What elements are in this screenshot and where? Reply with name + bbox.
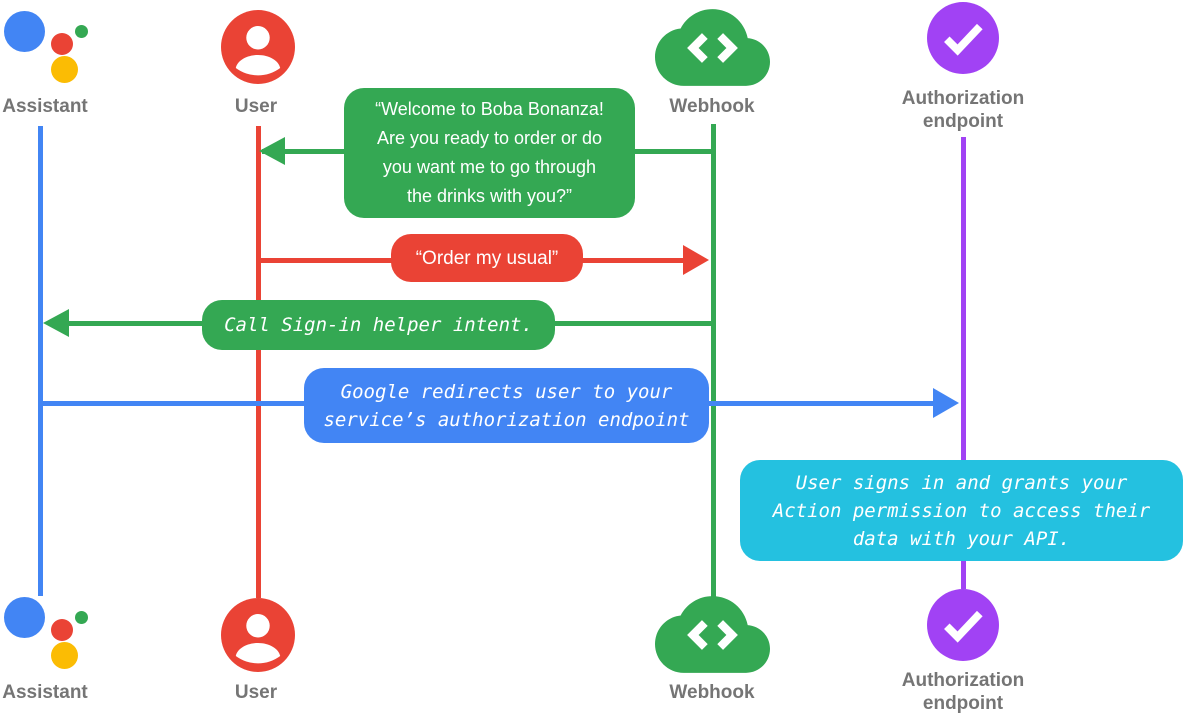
signin-arrow-line-right: [553, 321, 713, 326]
order-arrow-line-left: [258, 258, 392, 263]
webhook-label-top: Webhook: [669, 96, 755, 117]
authorization-endpoint-label-bottom: Authorization endpoint: [901, 670, 1025, 714]
assistant-logo-blue-circle: [4, 11, 45, 52]
webhook-label-bottom: Webhook: [669, 682, 755, 703]
welcome-arrow-line-left: [262, 149, 344, 154]
welcome-message-line: Are you ready to order or do: [376, 128, 603, 148]
order-message-bubble: “Order my usual”: [391, 234, 583, 282]
grant-note-line: data with your API.: [852, 527, 1071, 550]
authorization-endpoint-lifeline: [961, 137, 966, 589]
webhook-icon: [655, 9, 770, 91]
welcome-arrowhead-icon: [259, 137, 285, 165]
signin-message-bubble: Call Sign-in helper intent.: [202, 300, 555, 350]
assistant-logo-yellow-circle: [51, 642, 78, 669]
welcome-message-line: you want me to go through: [382, 157, 597, 177]
assistant-logo-red-circle: [51, 33, 73, 55]
signin-arrow-line-left: [66, 321, 204, 326]
order-arrow-line-right: [581, 258, 684, 263]
redirect-message-line: service’s authorization endpoint: [323, 408, 690, 431]
assistant-logo-green-circle: [75, 611, 88, 624]
welcome-message-line: the drinks with you?”: [406, 186, 573, 206]
authorization-endpoint-icon: [927, 2, 999, 79]
user-icon: [221, 10, 295, 89]
signin-arrowhead-icon: [43, 309, 69, 337]
user-label-top: User: [234, 96, 278, 117]
assistant-label-bottom: Assistant: [2, 682, 88, 703]
assistant-icon: [4, 10, 95, 90]
user-icon: [221, 598, 295, 677]
authorization-endpoint-label-top: Authorization endpoint: [901, 88, 1025, 132]
order-message-text: “Order my usual”: [415, 247, 559, 269]
authorization-endpoint-icon: [927, 589, 999, 666]
grant-note-line: Action permission to access their: [772, 499, 1151, 522]
welcome-arrow-line-right: [633, 149, 713, 154]
grant-note-line: User signs in and grants your: [795, 471, 1128, 494]
order-arrowhead-icon: [683, 245, 709, 275]
welcome-message-bubble: “Welcome to Boba Bonanza! Are you ready …: [344, 88, 635, 218]
assistant-logo-yellow-circle: [51, 56, 78, 83]
user-lifeline: [256, 126, 261, 598]
assistant-logo-green-circle: [75, 25, 88, 38]
webhook-lifeline: [711, 124, 716, 598]
welcome-message-line: “Welcome to Boba Bonanza!: [375, 99, 604, 119]
assistant-lifeline: [38, 126, 43, 596]
signin-message-text: Call Sign-in helper intent.: [224, 314, 533, 336]
assistant-label-top: Assistant: [2, 96, 88, 117]
user-label-bottom: User: [234, 682, 278, 703]
assistant-logo-blue-circle: [4, 597, 45, 638]
assistant-logo-red-circle: [51, 619, 73, 641]
redirect-arrowhead-icon: [933, 388, 959, 418]
redirect-message-bubble: Google redirects user to your service’s …: [304, 368, 709, 443]
redirect-message-line: Google redirects user to your: [340, 380, 673, 403]
grant-note-bubble: User signs in and grants your Action per…: [740, 460, 1183, 561]
webhook-icon: [655, 596, 770, 678]
assistant-icon: [4, 596, 95, 676]
